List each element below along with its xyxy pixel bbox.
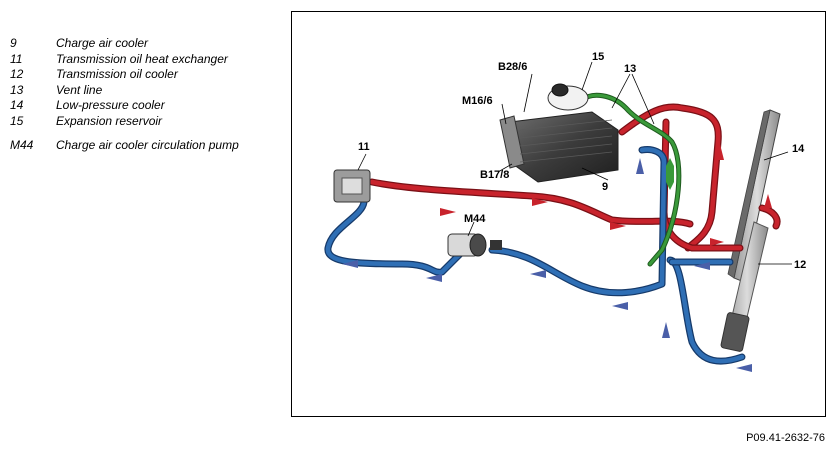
circulation-pump [447, 233, 502, 257]
figure-id: P09.41-2632-76 [746, 432, 825, 444]
legend-code: 14 [10, 98, 24, 112]
legend-code: 11 [10, 51, 23, 66]
coolant-circuit-diagram: 15 13 B28/6 M16/6 B17/8 9 11 M44 14 12 [324, 51, 806, 372]
arrow-left-icon [530, 270, 546, 278]
arrow-right-icon [610, 222, 626, 230]
cold-coolant-lines [324, 146, 746, 365]
callout-11: 11 [358, 141, 370, 153]
leader-lines [357, 61, 792, 265]
arrow-right-icon [532, 198, 548, 206]
legend-text: Low-pressure cooler [56, 98, 165, 112]
vent-lines [579, 92, 682, 267]
callout-14: 14 [792, 143, 805, 155]
diagram-frame: 15 13 B28/6 M16/6 B17/8 9 11 M44 14 12 [291, 11, 826, 417]
transmission-oil-cooler [720, 221, 769, 352]
arrow-updown-icon [666, 158, 674, 190]
transmission-oil-heat-exchanger [333, 169, 371, 203]
legend-text: Transmission oil cooler [56, 67, 178, 81]
arrow-up-icon [636, 158, 644, 174]
arrow-left-icon [342, 260, 358, 268]
arrow-left-icon [612, 302, 628, 310]
flow-arrows [342, 144, 772, 372]
legend-text: Expansion reservoir [56, 113, 163, 128]
callout-13: 13 [624, 63, 636, 75]
expansion-reservoir [547, 83, 589, 111]
arrow-up-icon [716, 144, 724, 160]
callout-m16-6: M16/6 [462, 95, 493, 107]
arrow-left-icon [694, 262, 710, 270]
arrow-right-icon [440, 208, 456, 216]
legend-code: 12 [10, 67, 24, 81]
callout-b17-8: B17/8 [480, 169, 509, 181]
callout-15: 15 [592, 51, 604, 63]
legend-text: Charge air cooler circulation pump [56, 138, 239, 152]
legend-code: 15 [10, 113, 24, 128]
arrow-left-icon [736, 364, 752, 372]
arrow-left-icon [426, 274, 442, 282]
arrow-up-icon [662, 322, 670, 338]
legend-code: 9 [10, 36, 17, 50]
callout-9: 9 [602, 181, 608, 193]
legend-code: 13 [10, 82, 24, 97]
callout-12: 12 [794, 259, 806, 271]
legend-code: M44 [10, 138, 34, 152]
legend-text: Vent line [56, 82, 103, 97]
legend-text: Charge air cooler [56, 36, 149, 50]
charge-air-cooler [499, 111, 619, 183]
callout-m44: M44 [464, 213, 486, 225]
arrow-up-icon [764, 194, 772, 208]
legend-text: Transmission oil heat exchanger [56, 51, 228, 66]
arrow-right-icon [710, 238, 724, 246]
callout-b28-6: B28/6 [498, 61, 527, 73]
